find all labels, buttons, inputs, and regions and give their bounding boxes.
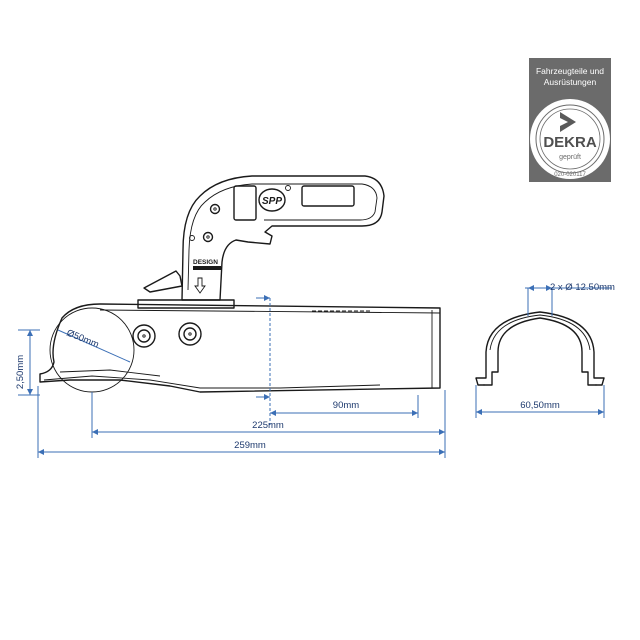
badge-sub: geprüft: [559, 154, 581, 161]
coupling-handle: SPP DESIGN: [143, 175, 385, 301]
dekra-badge: Fahrzeugteile und Ausrüstungen DEKRA gep…: [529, 58, 611, 182]
holes-dim-label: 2 x Ø 12.50mm: [550, 282, 615, 293]
design-label: DESIGN: [193, 259, 218, 266]
dim-225-label: 225mm: [252, 420, 284, 431]
badge-brand: DEKRA: [543, 134, 597, 151]
fixing-hole: [132, 324, 156, 348]
pivot-hole: [202, 231, 214, 243]
dimension-259: 259mm: [37, 386, 445, 458]
dimension-90: 90mm: [270, 395, 419, 418]
badge-line2: Ausrüstungen: [544, 77, 597, 87]
badge-line1: Fahrzeugteile und: [536, 66, 604, 76]
dimension-height: 2,50mm: [15, 329, 40, 396]
dim-90-label: 90mm: [333, 400, 359, 411]
dimension-225: 225mm: [91, 390, 446, 458]
dimension-holes: 2 x Ø 12.50mm: [525, 282, 615, 316]
height-dim-label: 2,50mm: [15, 355, 26, 389]
pivot-hole: [209, 203, 221, 215]
coupling-body: [39, 299, 441, 393]
logo-label: SPP: [262, 196, 282, 207]
dim-259-label: 259mm: [234, 440, 266, 451]
spp-logo: SPP: [258, 185, 291, 212]
width-dim-label: 60,50mm: [520, 400, 560, 411]
dekra-logo-icon: [560, 112, 576, 132]
badge-number: 020-020117: [554, 172, 586, 178]
dimension-ball: Ø50mm: [57, 328, 131, 363]
ball-dim-label: Ø50mm: [65, 328, 101, 351]
dimension-section-marker: [256, 295, 271, 425]
dimension-width: 60,50mm: [475, 385, 605, 418]
profile-view: [475, 311, 605, 386]
fixing-hole: [178, 322, 202, 346]
